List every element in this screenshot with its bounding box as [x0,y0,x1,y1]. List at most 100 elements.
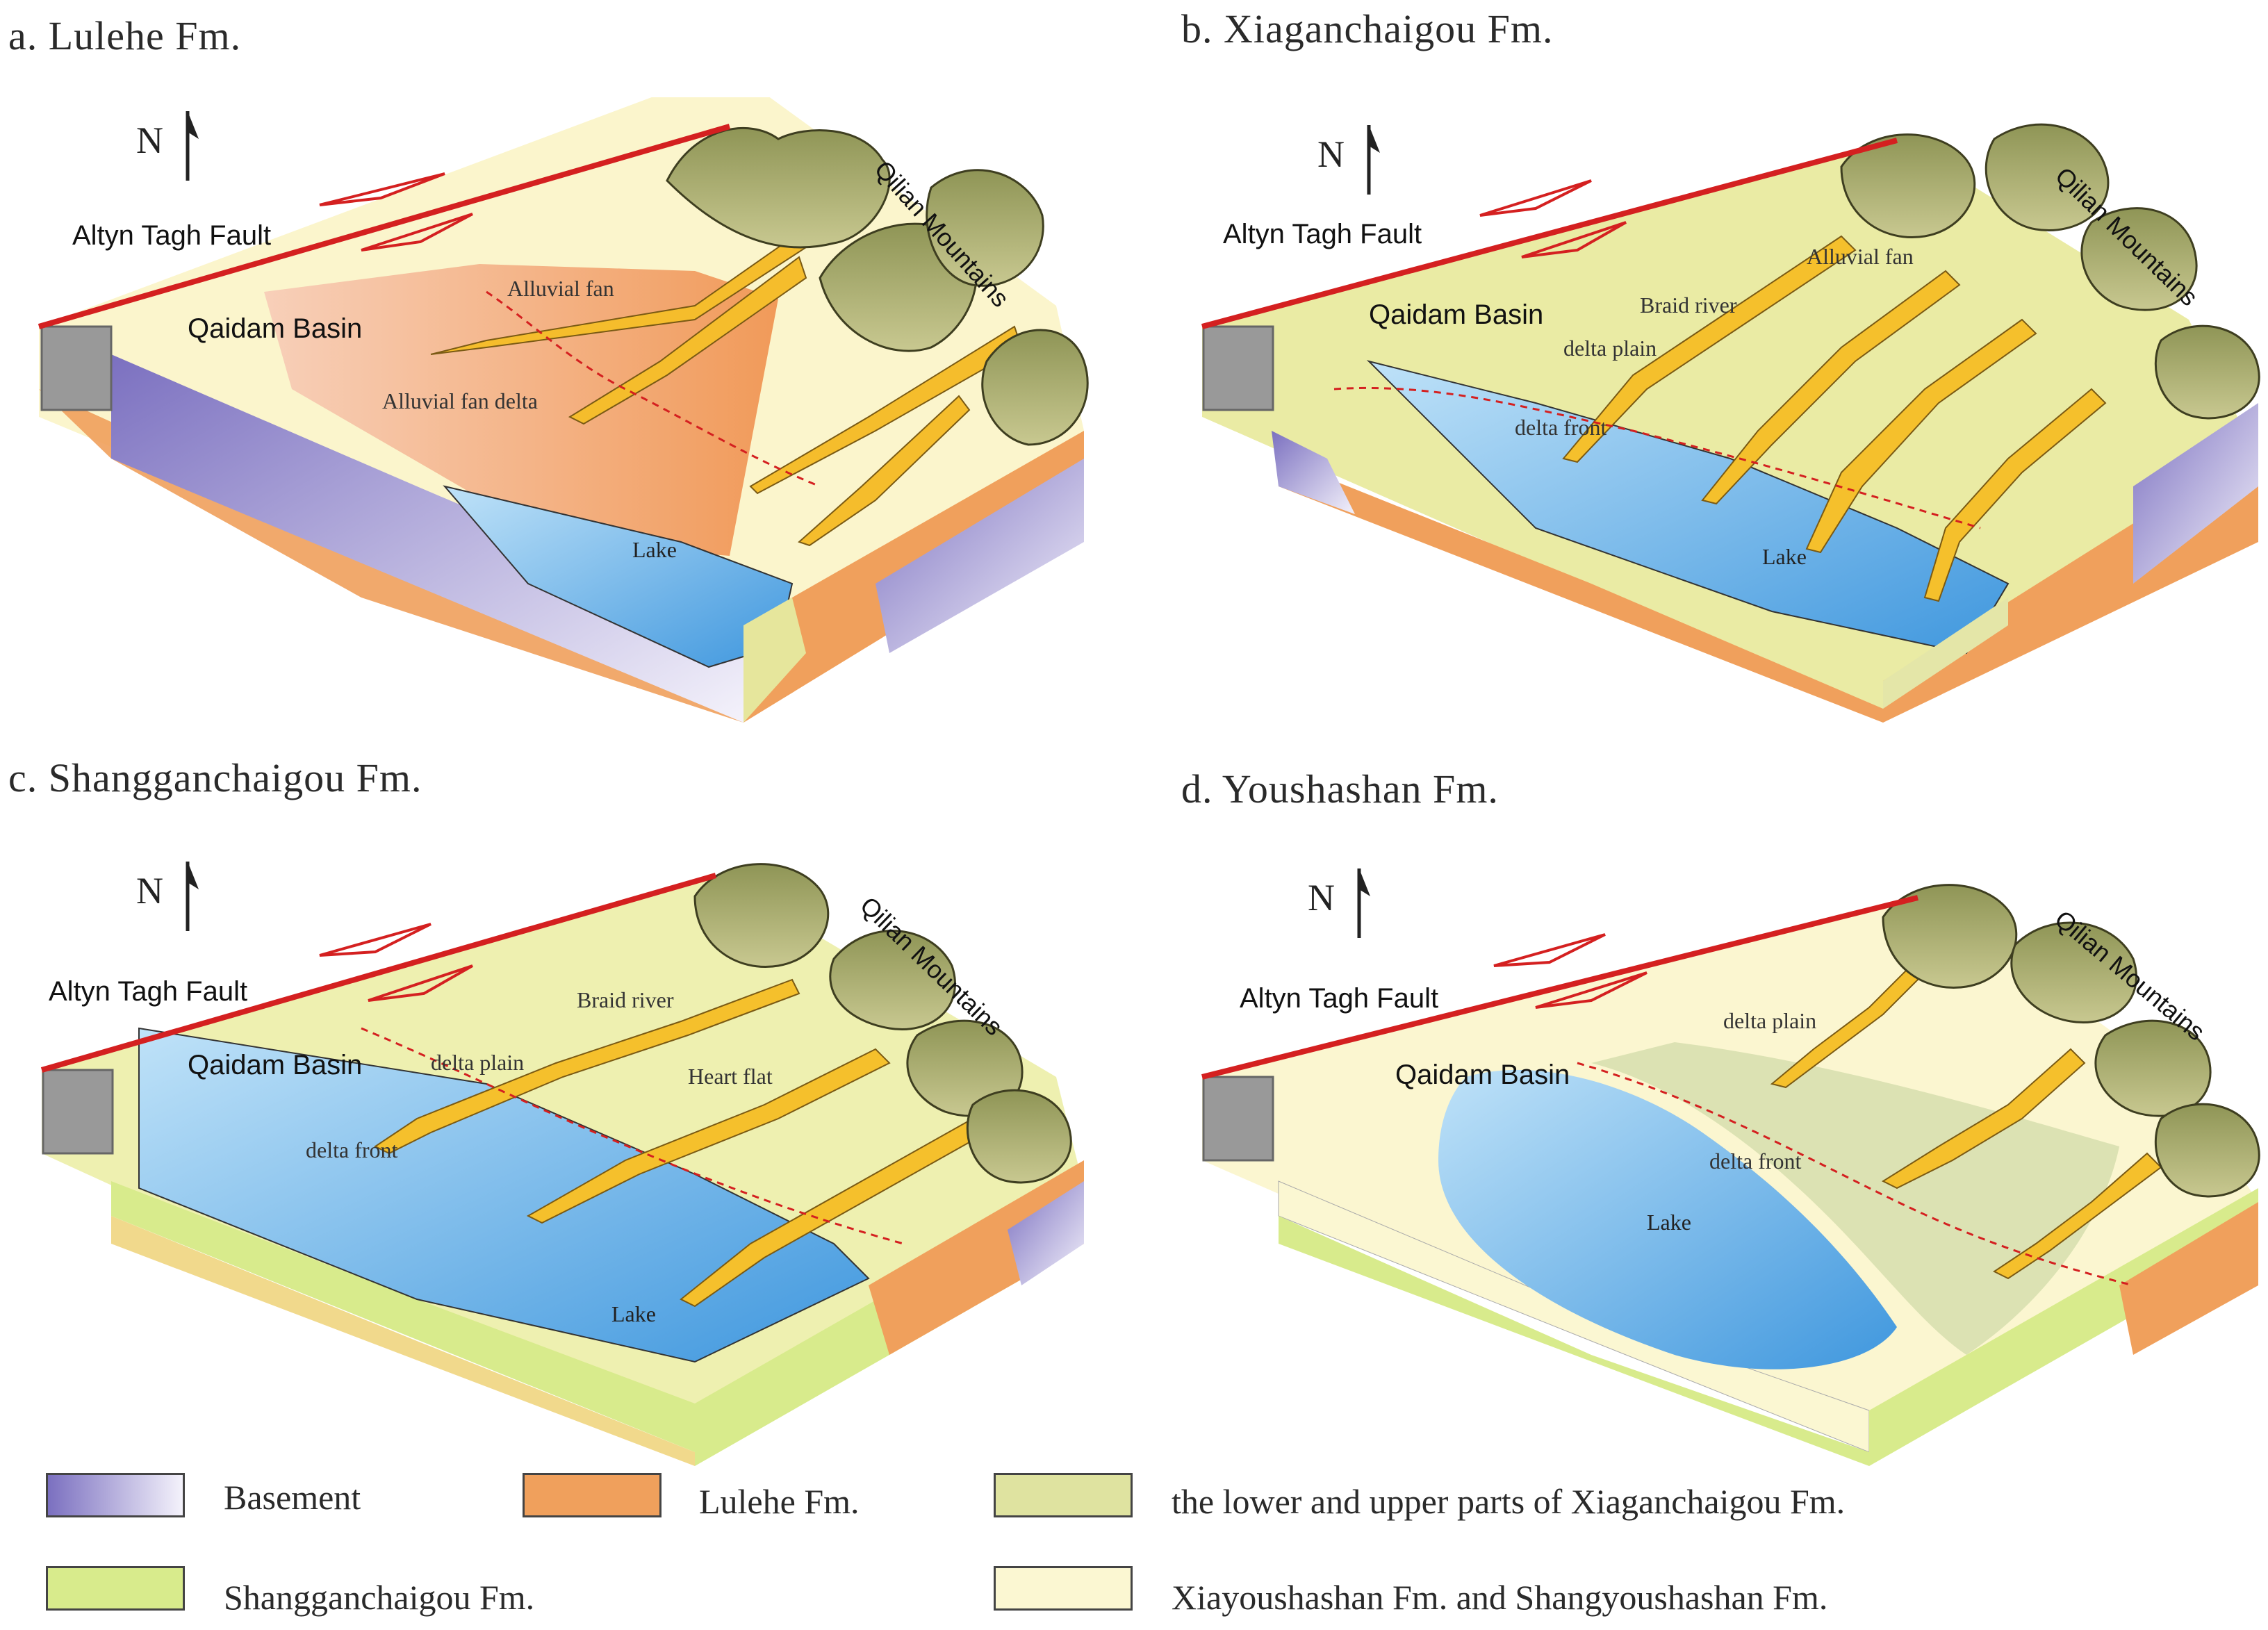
north-arrow-b: N [1317,125,1380,195]
channel-1 [1770,964,1926,1089]
label-lake: Lake [611,1301,656,1326]
label-delta-plain: delta plain [431,1050,524,1075]
panel-d-block [1202,896,2258,1466]
label-braid-river: Braid river [577,987,674,1012]
shangganchaigou-layer [1279,1216,1869,1466]
channel-4 [1923,388,2107,602]
legend-label-lulehe: Lulehe Fm. [699,1482,860,1521]
basement-layer [111,354,743,723]
legend-swatch-xiaganchaigou [994,1473,1133,1517]
mountain-4 [981,329,1089,446]
channel-3 [1993,1152,2162,1280]
panel-c-mountains [693,863,1072,1184]
label-delta-front: delta front [306,1137,398,1162]
channel-2 [526,1048,891,1224]
mountain-2 [1984,123,2110,231]
legend-label-basement: Basement [224,1478,361,1517]
legend-swatch-lulehe [523,1473,662,1517]
fault-line [40,873,717,1073]
panel-b-block [1202,139,2258,723]
panel-a-mountains [666,126,1089,446]
mountain-4 [966,1089,1072,1184]
fault-arrow-1 [319,923,432,957]
panel-b-mountains [1840,123,2260,420]
basin-label: Qaidam Basin [1369,299,1543,330]
lulehe-side [2119,1202,2258,1355]
label-delta-front: delta front [1515,415,1607,440]
panel-a-channels [430,207,1023,547]
basement-side [1008,1181,1084,1285]
fault-label: Altyn Tagh Fault [72,220,271,251]
basin-label: Qaidam Basin [1395,1060,1570,1090]
fault-label: Altyn Tagh Fault [1240,983,1438,1014]
north-letter: N [136,120,163,161]
shangganchaigou-layer [111,1181,695,1452]
legend-swatch-shangganchaigou [46,1566,185,1611]
north-letter: N [136,870,163,912]
label-braid-river: Braid river [1640,293,1737,318]
label-delta-plain: delta plain [1563,336,1657,361]
fault-block [42,1069,114,1155]
label-delta-front: delta front [1709,1149,1802,1174]
fault-label: Altyn Tagh Fault [1223,219,1422,249]
facies-boundary [1333,386,1981,529]
panel-a-diagram: N Altyn Tagh Fault Qaidam Basin Qilian M… [38,97,1089,723]
panel-a-block [39,97,1084,723]
north-arrow-a: N [136,111,199,181]
mountain-1 [666,126,891,249]
panel-d-mountains [1882,884,2260,1198]
panel-d-title: d. Youshashan Fm. [1181,766,1499,812]
panel-c-title: c. Shangganchaigou Fm. [8,755,422,800]
label-alluvial-fan-delta: Alluvial fan delta [382,388,538,413]
channel-4 [798,395,971,547]
panel-b-channels [1562,235,2107,602]
fault-block [1202,325,1274,411]
fault-line [1201,138,1898,329]
fault-block [1202,1076,1274,1162]
mountain-2 [2010,921,2137,1023]
panel-c-diagram: N Altyn Tagh Fault Qaidam Basin Qilian M… [40,862,1084,1466]
shore-layer [743,598,806,723]
basement-side [2133,403,2258,584]
fault-line [38,124,731,329]
panel-c-channels [374,978,988,1308]
channel-3 [680,1117,988,1308]
channel-1 [1562,235,1857,463]
channel-2 [1881,1048,2086,1189]
fault-arrow-1 [1493,933,1606,967]
alluvial-fan-area [264,264,778,556]
mountain-1 [693,863,830,968]
mountain-4 [2154,1103,2260,1198]
north-letter: N [1317,133,1345,175]
mountain-1 [1840,133,1976,238]
shore-layer [1883,598,2008,709]
legend-swatch-basement [46,1473,185,1517]
lake [138,1027,870,1363]
basement-left [1272,431,1355,514]
legend-swatch-youshashan [994,1566,1133,1611]
mountain-3 [926,169,1044,287]
label-lake: Lake [1762,544,1807,569]
basement-side [876,459,1084,653]
mountain-2 [829,930,956,1030]
basin-surface [1202,139,2258,716]
panel-a-title: a. Lulehe Fm. [8,13,242,58]
panel-c-block [42,875,1084,1466]
panel-d-diagram: N Altyn Tagh Fault Qaidam Basin Qilian M… [1201,868,2260,1466]
lake [1438,1069,1897,1369]
basin-label: Qaidam Basin [188,313,362,344]
lulehe-layer [1279,459,1883,723]
fault-line [1201,895,1918,1080]
side-layer [1869,1188,2258,1466]
label-lake: Lake [1647,1210,1691,1235]
label-alluvial-fan: Alluvial fan [1807,244,1914,269]
label-lake: Lake [632,537,677,562]
fault-arrow-2 [361,213,473,252]
panel-d-channels [1770,964,2162,1280]
panel-b-title: b. Xiaganchaigou Fm. [1181,6,1554,51]
panel-b-diagram: N Altyn Tagh Fault Qaidam Basin Qilian M… [1201,123,2260,723]
facies-boundary [361,1027,904,1245]
fault-arrow-1 [1479,179,1592,217]
fault-arrow-1 [319,172,445,206]
mountain-3 [2080,207,2198,311]
